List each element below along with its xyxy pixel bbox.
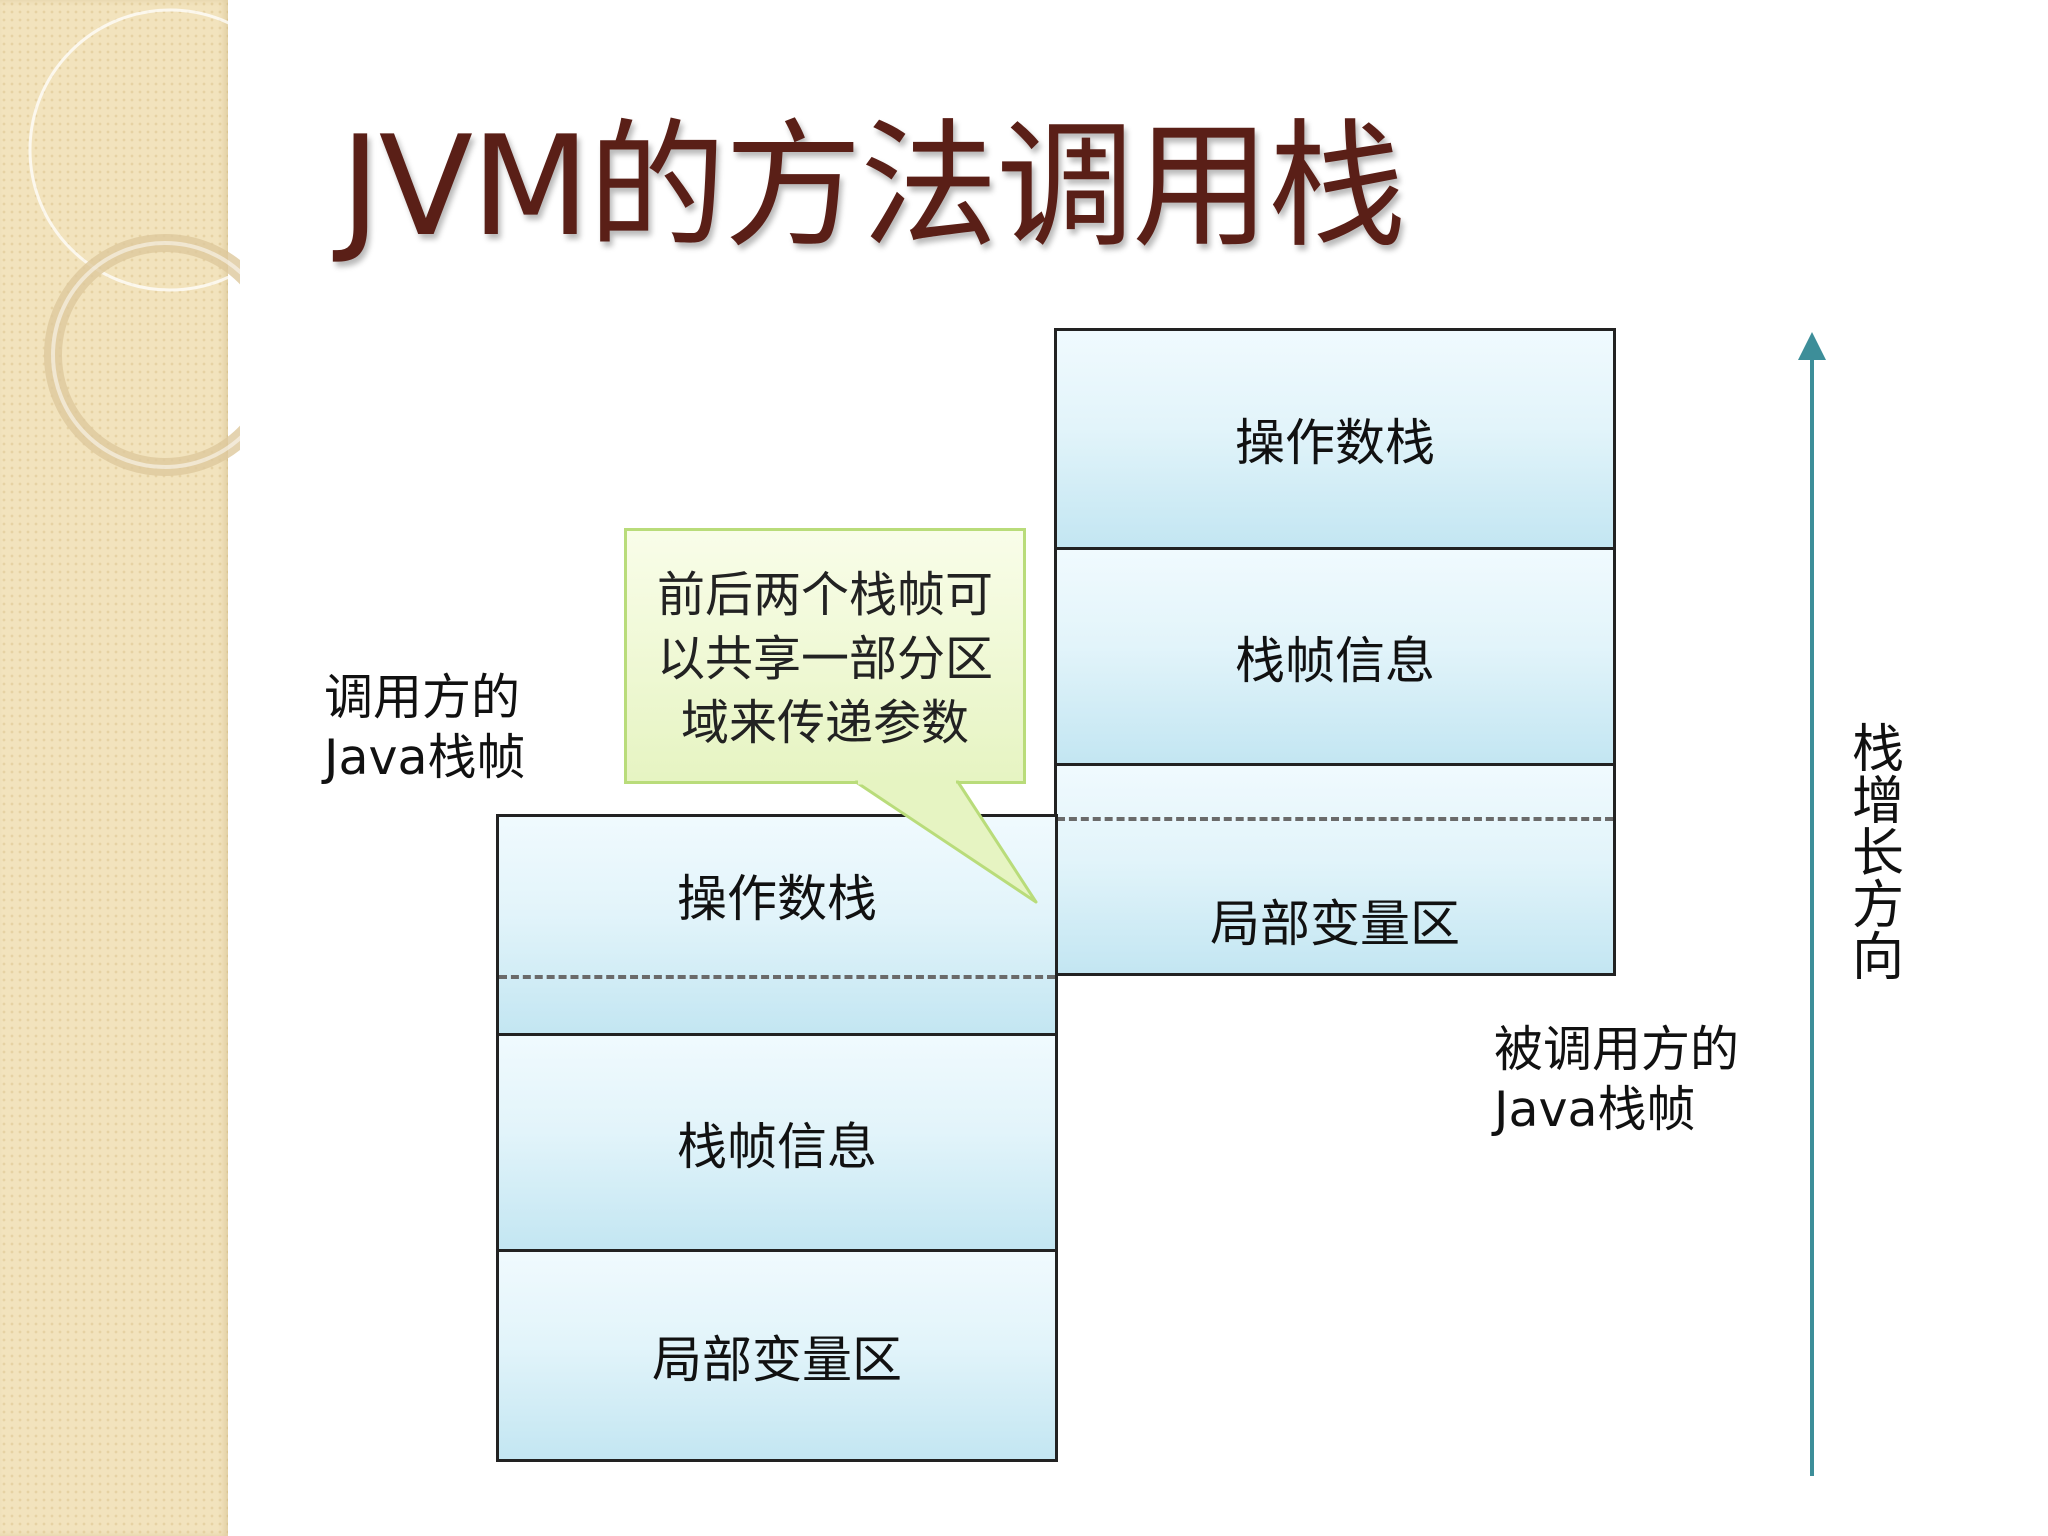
callee-operand-stack: 操作数栈 — [1057, 331, 1613, 547]
caller-frame: 操作数栈 栈帧信息 局部变量区 — [496, 814, 1058, 1462]
caller-shared-divider — [499, 975, 1055, 979]
callee-label-line2: Java栈帧 — [1494, 1081, 1696, 1138]
callout-line-1: 前后两个栈帧可 — [656, 567, 993, 623]
growth-direction-label: 栈增长方向 — [1851, 720, 1904, 988]
callee-operand-stack-label: 操作数栈 — [1235, 414, 1435, 472]
callee-local-vars: 局部变量区 — [1057, 763, 1613, 973]
shared-area-callout: 前后两个栈帧可 以共享一部分区 域来传递参数 — [624, 528, 1026, 784]
callee-shared-divider — [1057, 817, 1613, 821]
callee-local-vars-label: 局部变量区 — [1210, 894, 1460, 953]
callout-line-3: 域来传递参数 — [680, 695, 969, 751]
caller-frame-info-label: 栈帧信息 — [677, 1117, 877, 1176]
caller-operand-stack: 操作数栈 — [499, 817, 1055, 1033]
callout-line-2: 以共享一部分区 — [656, 631, 993, 687]
caller-frame-label: 调用方的 Java栈帧 — [324, 668, 526, 788]
callee-frame: 操作数栈 栈帧信息 局部变量区 — [1054, 328, 1616, 976]
callee-label-line1: 被调用方的 — [1494, 1021, 1740, 1078]
callee-frame-label: 被调用方的 Java栈帧 — [1494, 1020, 1739, 1140]
caller-label-line2: Java栈帧 — [324, 729, 526, 786]
decorative-rings — [28, 8, 240, 476]
caller-local-vars-label: 局部变量区 — [652, 1330, 902, 1389]
callee-frame-info: 栈帧信息 — [1057, 547, 1613, 763]
page-title: JVM的方法调用栈 — [340, 106, 1406, 267]
caller-frame-info: 栈帧信息 — [499, 1033, 1055, 1249]
caller-local-vars: 局部变量区 — [499, 1249, 1055, 1459]
callee-frame-info-label: 栈帧信息 — [1235, 631, 1435, 690]
caller-operand-stack-label: 操作数栈 — [677, 870, 877, 928]
caller-label-line1: 调用方的 — [324, 669, 521, 726]
